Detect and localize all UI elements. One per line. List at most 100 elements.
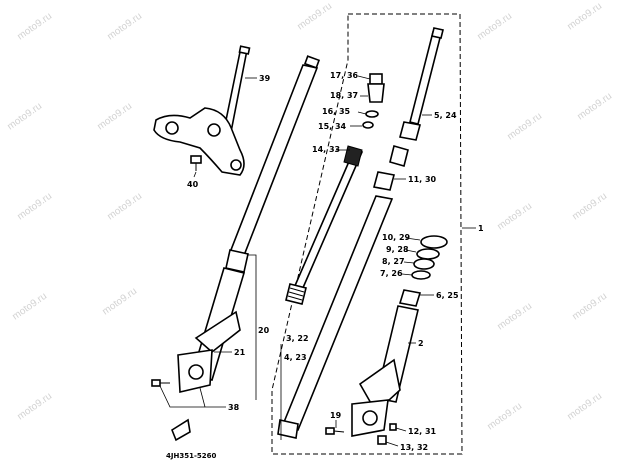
- watermark-text: moto9.ru: [505, 111, 544, 143]
- callout-13-32: 13, 32: [400, 443, 428, 452]
- watermark-text: moto9.ru: [105, 191, 144, 223]
- part-18-37: [367, 83, 385, 103]
- damper-bracket-callouts: 3, 22 4, 23: [280, 334, 309, 440]
- outer-tube-axle-boss: [362, 410, 378, 426]
- callout-2: 2: [418, 339, 424, 348]
- callout-20: 20: [258, 326, 270, 335]
- leader-8-27: [403, 261, 415, 264]
- callout-6-25: 6, 25: [436, 291, 459, 300]
- callout-12-31: 12, 31: [408, 427, 437, 436]
- leader-7-26: [401, 273, 413, 276]
- part-13-32: [377, 435, 387, 445]
- callout-39: 39: [259, 74, 271, 83]
- part-10-29-dust-seal: [420, 235, 448, 249]
- leader-16-35: [357, 111, 367, 115]
- watermark-text: moto9.ru: [15, 11, 54, 43]
- right-outer-tube-group: 6, 25 2: [351, 289, 459, 437]
- part-17-36: [369, 73, 383, 85]
- callout-40: 40: [187, 180, 199, 189]
- watermark-text: moto9.ru: [495, 301, 534, 333]
- under-bracket-clamp-right: [207, 123, 221, 137]
- callout-38: 38: [228, 403, 240, 412]
- watermark-text: moto9.ru: [485, 401, 524, 433]
- steering-stem-nut: [238, 45, 251, 55]
- callout-10-29: 10, 29: [382, 233, 411, 242]
- bolt-19: [325, 427, 335, 435]
- callout-7-26: 7, 26: [380, 269, 403, 278]
- callout-21: 21: [234, 348, 246, 357]
- left-fork-assembly: 20 21 38: [151, 55, 321, 412]
- figure-reference: 4JH351-5260: [166, 452, 216, 460]
- fork-cap-top: [431, 27, 444, 39]
- under-bracket-clamp-left: [165, 121, 179, 135]
- inner-tube-bottom-bush: [277, 419, 299, 439]
- left-fork-cap: [303, 55, 321, 69]
- leader-38-b: [199, 387, 206, 408]
- leader-10-29: [405, 237, 421, 241]
- callout-14-33: 14, 33: [312, 145, 340, 154]
- watermark-text: moto9.ru: [570, 191, 609, 223]
- bolt-38: [151, 379, 161, 387]
- steering-stem-assembly: 39 40: [153, 45, 271, 189]
- under-bracket-clamp-lower: [230, 159, 242, 171]
- bolt-19-shank: [333, 430, 345, 433]
- spring-coil: [288, 291, 304, 297]
- left-fork-seal-area: [225, 249, 249, 273]
- watermark-text: moto9.ru: [105, 11, 144, 43]
- part-12-31: [389, 423, 397, 431]
- inner-fork-tube: [280, 195, 394, 431]
- damper-rod-group: 14, 33: [285, 145, 364, 305]
- bolt-40: [190, 155, 202, 164]
- inner-tube-group: 5, 24 11, 30: [277, 27, 457, 439]
- part-11-30: [373, 171, 395, 191]
- callout-17-36: 17, 36: [330, 71, 359, 80]
- watermark-text: moto9.ru: [100, 286, 139, 318]
- watermark-text: moto9.ru: [575, 91, 614, 123]
- bottom-hardware: 19 12, 31 13, 32: [325, 411, 437, 452]
- watermark-text: moto9.ru: [565, 1, 604, 33]
- part-7-26-washer: [411, 270, 431, 280]
- callout-4-23: 4, 23: [284, 353, 307, 362]
- callout-1: 1: [478, 224, 484, 233]
- small-bracket-part: [171, 418, 191, 442]
- spring-coil: [287, 295, 303, 301]
- callout-3-22: 3, 22: [286, 334, 309, 343]
- damper-top-fittings: 17, 36 18, 37 16, 35 15, 34: [318, 71, 385, 131]
- exploded-region-outline: [271, 13, 463, 455]
- watermark-text: moto9.ru: [295, 1, 334, 33]
- watermark-text: moto9.ru: [15, 191, 54, 223]
- leader-17-36: [357, 75, 371, 80]
- watermark-text: moto9.ru: [570, 291, 609, 323]
- watermark-text: moto9.ru: [565, 391, 604, 423]
- part-6-25-slide-bush: [398, 289, 422, 307]
- leader-12-31: [395, 427, 407, 432]
- part-9-28-clip: [416, 248, 440, 260]
- fork-spring-seat: [389, 145, 409, 167]
- callout-15-34: 15, 34: [318, 122, 347, 131]
- watermark-text: moto9.ru: [495, 201, 534, 233]
- bracket-20: [248, 254, 257, 400]
- spring-coil: [289, 287, 305, 293]
- callout-19: 19: [330, 411, 342, 420]
- callout-8-27: 8, 27: [382, 257, 405, 266]
- part-5-24: [399, 121, 421, 141]
- callout-11-30: 11, 30: [408, 175, 437, 184]
- watermark-text: moto9.ru: [10, 291, 49, 323]
- watermark-text: moto9.ru: [15, 391, 54, 423]
- watermark-text: moto9.ru: [475, 11, 514, 43]
- watermark-text: moto9.ru: [5, 101, 44, 133]
- leader-38: [159, 385, 226, 408]
- leader-40: [193, 171, 197, 178]
- callout-9-28: 9, 28: [386, 245, 409, 254]
- part-15-34: [362, 121, 374, 129]
- left-axle-boss: [188, 364, 204, 380]
- leader-9-28: [405, 249, 417, 253]
- callout-16-35: 16, 35: [322, 107, 351, 116]
- callout-5-24: 5, 24: [434, 111, 457, 120]
- callout-18-37: 18, 37: [330, 91, 358, 100]
- watermark-text: moto9.ru: [95, 101, 134, 133]
- left-caliper-mount: [194, 310, 241, 354]
- seal-stack: 10, 29 9, 28 8, 27 7, 26: [380, 233, 448, 280]
